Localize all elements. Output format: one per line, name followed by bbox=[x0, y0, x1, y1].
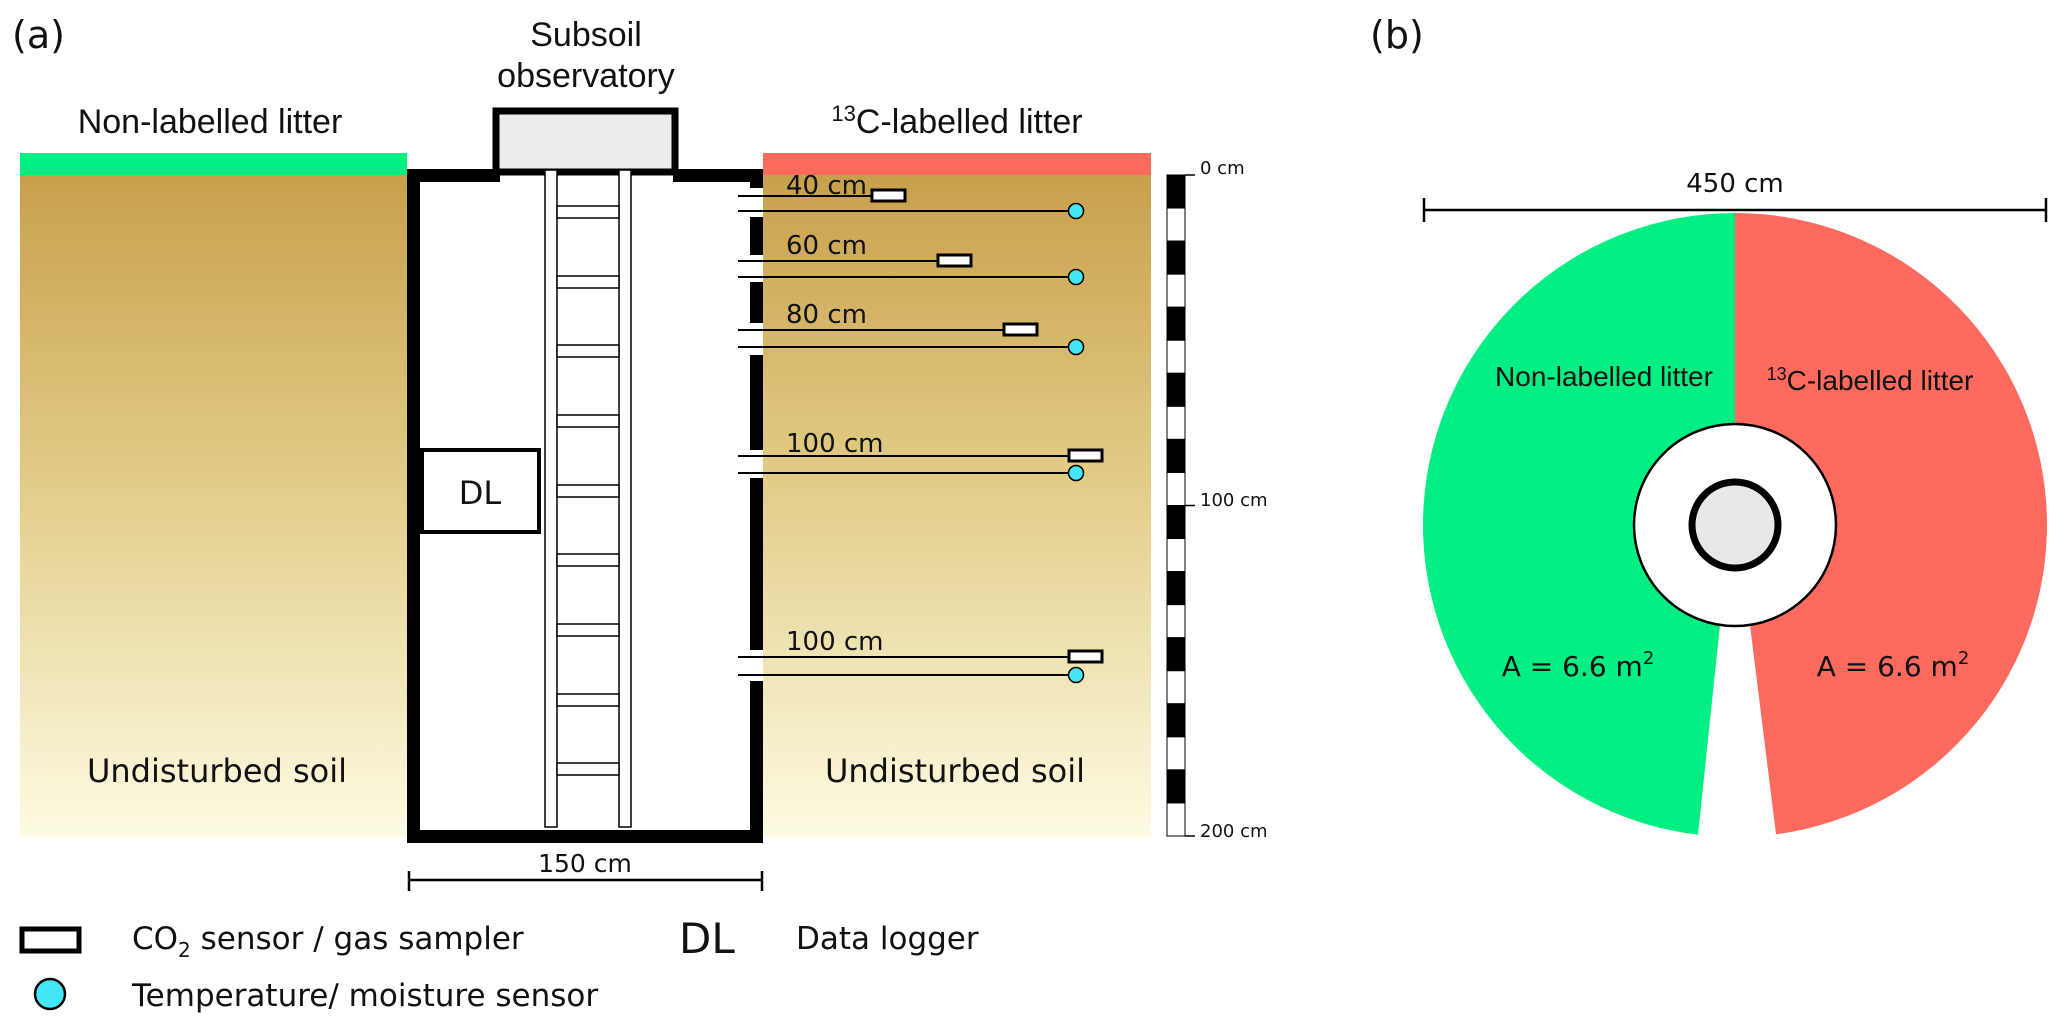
depth-scale-segment bbox=[1166, 306, 1186, 341]
ladder-rung bbox=[556, 484, 620, 498]
temp-sensor-icon bbox=[1067, 338, 1085, 356]
depth-scale bbox=[1166, 174, 1195, 837]
legend-co2-text: CO2 sensor / gas sampler bbox=[132, 921, 524, 962]
depth-scale-segment bbox=[1166, 240, 1186, 275]
co2-sensor-icon bbox=[1067, 649, 1104, 664]
depth-scale-segment bbox=[1166, 273, 1186, 308]
depth-scale-segment bbox=[1166, 174, 1186, 209]
panel-a-label: (a) bbox=[12, 13, 65, 57]
co2-sensor-icon bbox=[870, 188, 907, 203]
plot-right-label: 13C-labelled litter bbox=[1767, 364, 1974, 396]
data-logger-box bbox=[420, 448, 541, 534]
depth-scale-segment bbox=[1166, 604, 1186, 639]
left-litter-label: Non-labelled litter bbox=[78, 103, 343, 141]
co2-sensor-icon bbox=[1067, 448, 1104, 463]
sensor-depth-label: 100 cm bbox=[786, 627, 884, 657]
legend-dl-text: Data logger bbox=[796, 921, 979, 957]
depth-scale-segment bbox=[1166, 769, 1186, 804]
depth-scale-segment bbox=[1166, 339, 1186, 374]
sensor-row: 40 cm bbox=[738, 171, 1085, 220]
right-soil-label: Undisturbed soil bbox=[825, 752, 1085, 790]
depth-scale-segment bbox=[1166, 670, 1186, 705]
ladder bbox=[544, 169, 632, 828]
sensor-row: 60 cm bbox=[738, 231, 1085, 286]
depth-scale-segment bbox=[1166, 471, 1186, 507]
non-labelled-sector bbox=[1422, 212, 1735, 835]
labelled-sector bbox=[1735, 213, 2048, 835]
diameter-scale-bar bbox=[1422, 198, 2048, 222]
temp-sensor-icon bbox=[1067, 268, 1085, 286]
depth-scale-segment bbox=[1166, 736, 1186, 771]
temp-sensor-icon bbox=[1067, 666, 1085, 684]
observatory-hatch-top bbox=[1688, 478, 1782, 572]
depth-scale-segment bbox=[1166, 538, 1186, 573]
depth-scale-label-200: 200 cm bbox=[1200, 821, 1268, 842]
panel-b-label: (b) bbox=[1370, 13, 1424, 57]
left-soil-block bbox=[20, 175, 407, 837]
depth-scale-segment bbox=[1166, 703, 1186, 738]
observatory-title-line1: Subsoil bbox=[530, 16, 642, 54]
legend-co2-icon bbox=[19, 926, 82, 954]
ladder-rung bbox=[556, 693, 620, 707]
right-soil-block bbox=[763, 175, 1151, 837]
sensor-row: 100 cm bbox=[738, 627, 1104, 684]
depth-scale-segment bbox=[1166, 802, 1186, 837]
co2-sensor-icon bbox=[936, 253, 973, 268]
left-soil-label: Undisturbed soil bbox=[87, 752, 347, 790]
left-area-label: A = 6.6 m2 bbox=[1502, 648, 1655, 683]
depth-scale-label-100: 100 cm bbox=[1200, 490, 1268, 511]
legend-temp-text: Temperature/ moisture sensor bbox=[131, 978, 598, 1014]
temp-sensor-icon bbox=[1067, 464, 1085, 482]
ladder-rung bbox=[556, 414, 620, 428]
ladder-rung bbox=[556, 275, 620, 289]
plot-left-label: Non-labelled litter bbox=[1495, 361, 1713, 392]
temp-sensor-icon bbox=[1067, 202, 1085, 220]
sensor-depth-label: 100 cm bbox=[786, 429, 884, 459]
sensor-depth-label: 80 cm bbox=[786, 300, 867, 330]
right-litter-strip bbox=[763, 153, 1151, 175]
sensor-depth-label: 60 cm bbox=[786, 231, 867, 261]
ladder-rung bbox=[556, 205, 620, 219]
ladder-rail-left bbox=[544, 169, 558, 828]
ladder-rung bbox=[556, 762, 620, 776]
depth-scale-segment bbox=[1166, 207, 1186, 242]
depth-scale-segment bbox=[1166, 372, 1186, 407]
ladder-rung bbox=[556, 623, 620, 637]
diameter-label: 450 cm bbox=[1686, 169, 1784, 199]
depth-scale-segment bbox=[1166, 571, 1186, 606]
depth-scale-label-0: 0 cm bbox=[1200, 158, 1245, 179]
right-litter-label: 13C-labelled litter bbox=[831, 101, 1082, 141]
observatory-title-line2: observatory bbox=[497, 57, 675, 95]
depth-scale-segment bbox=[1166, 505, 1186, 540]
width-scale-bar bbox=[407, 871, 764, 891]
legend-temp-icon bbox=[33, 977, 67, 1011]
width-scale-label: 150 cm bbox=[538, 849, 632, 878]
depth-scale-segment bbox=[1166, 637, 1186, 672]
legend: CO2 sensor / gas sampler Temperature/ mo… bbox=[19, 914, 979, 1014]
left-litter-strip bbox=[20, 153, 407, 175]
ladder-rung bbox=[556, 344, 620, 358]
co2-sensor-icon bbox=[1002, 322, 1039, 337]
ladder-rail-right bbox=[618, 169, 632, 828]
right-area-label: A = 6.6 m2 bbox=[1817, 648, 1970, 683]
data-logger-label: DL bbox=[459, 474, 502, 512]
depth-scale-segment bbox=[1166, 438, 1186, 473]
sensor-row: 100 cm bbox=[738, 429, 1104, 482]
legend-dl-symbol: DL bbox=[679, 914, 735, 963]
sensor-row: 80 cm bbox=[738, 300, 1085, 356]
observatory-hatch bbox=[492, 107, 679, 176]
ladder-rung bbox=[556, 553, 620, 567]
depth-scale-segment bbox=[1166, 405, 1186, 440]
